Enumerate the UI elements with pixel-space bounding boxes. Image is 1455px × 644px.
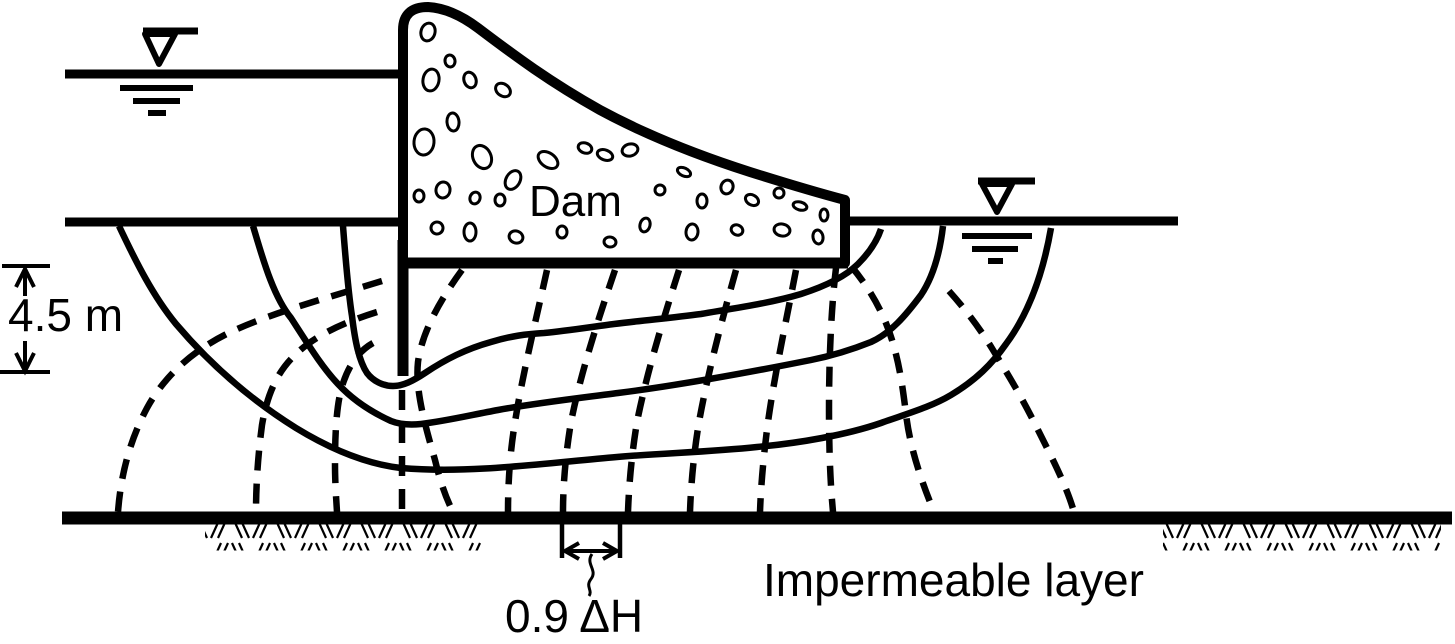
downstream-water-level-icon	[962, 177, 1035, 264]
equipotential-line	[252, 308, 378, 513]
flow-line	[339, 225, 885, 390]
equipotential-spacing-dimension: 0.9 ΔH	[505, 520, 643, 642]
dam-body	[398, 2, 850, 268]
equipotential-spacing-label: 0.9 ΔH	[505, 590, 643, 642]
equipotential-line	[825, 267, 840, 513]
dam-aggregate-texture	[412, 21, 830, 249]
dam-label: Dam	[529, 177, 622, 226]
impermeable-hatch-right	[1163, 524, 1441, 551]
flow-line	[116, 224, 1055, 473]
equipotential-line	[756, 269, 800, 513]
equipotential-lines	[114, 263, 1078, 514]
equipotential-line	[114, 277, 383, 513]
upstream-depth-label: 4.5 m	[8, 289, 123, 341]
flow-line	[249, 225, 947, 428]
impermeable-hatch-left	[205, 524, 482, 551]
impermeable-layer-label: Impermeable layer	[763, 554, 1144, 606]
equipotential-line	[504, 269, 551, 513]
flow-lines	[116, 224, 1055, 473]
leader-squiggle	[587, 553, 595, 597]
upstream-water-level-icon	[120, 27, 198, 116]
equipotential-line	[559, 268, 619, 513]
equipotential-line	[414, 268, 465, 514]
equipotential-line	[946, 288, 1078, 513]
equipotential-line	[848, 263, 938, 514]
equipotential-line	[624, 269, 683, 513]
upstream-depth-dimension: 4.5 m	[0, 264, 123, 376]
